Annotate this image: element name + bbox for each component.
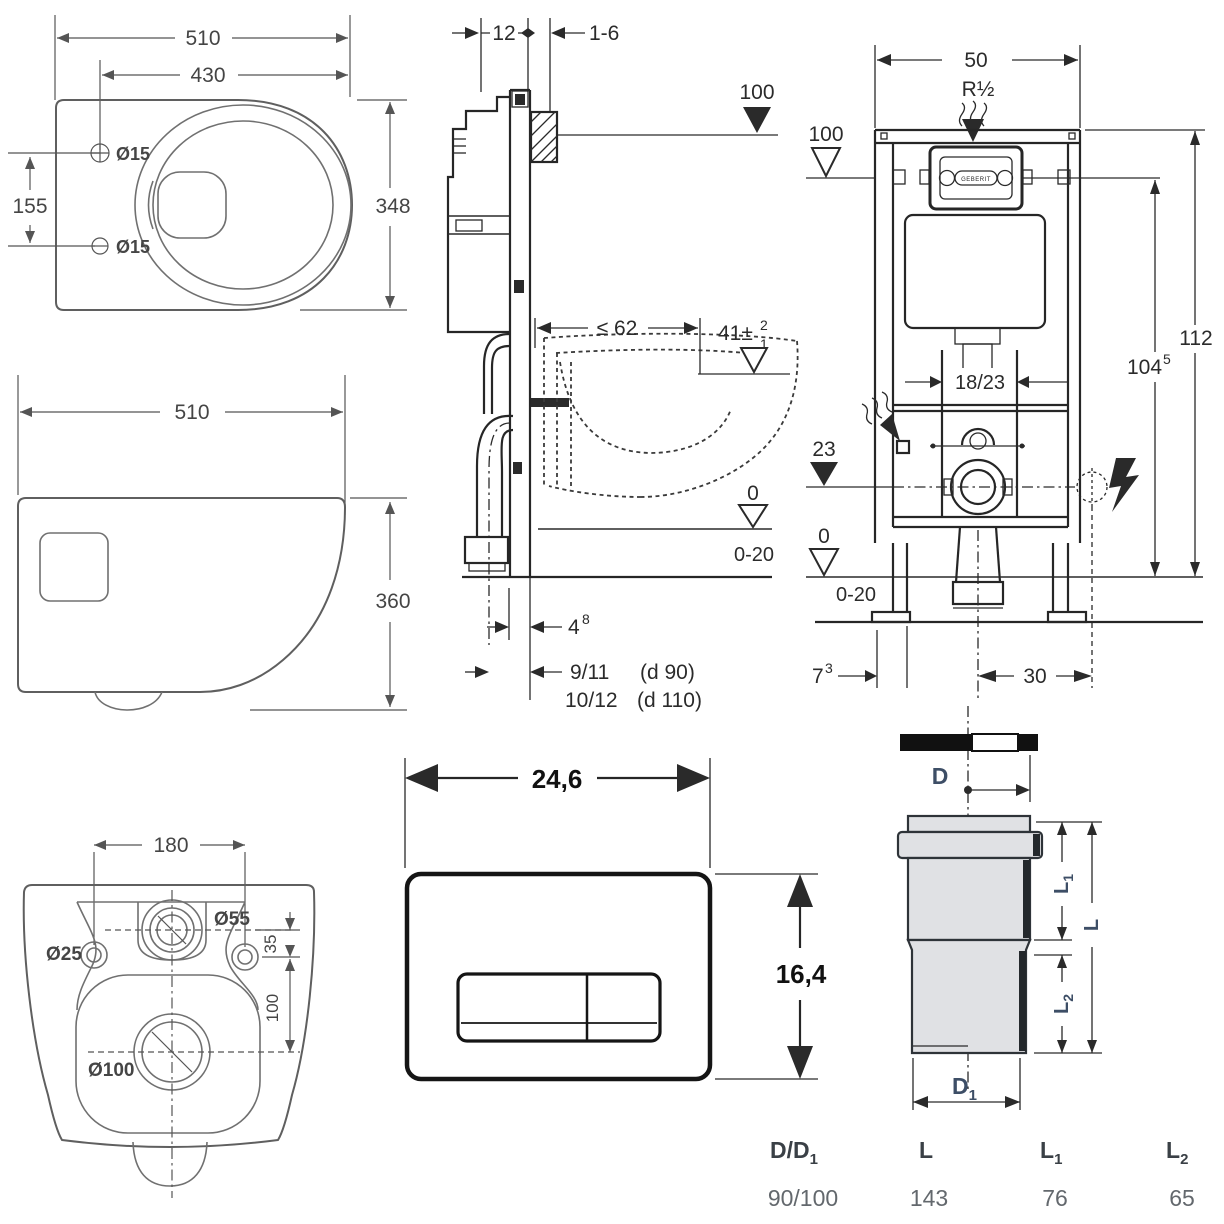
label-l2: L2 <box>1051 994 1076 1014</box>
dim-side-width: 510 <box>174 401 209 424</box>
hole-label-inlet: Ø55 <box>214 909 250 930</box>
dim-offset: 4 <box>568 616 580 639</box>
table-header-l1: L1 <box>1040 1137 1062 1168</box>
dim-leg-offset: 7 <box>812 665 824 688</box>
frame-section-view: 12 1-6 100 <box>446 18 799 712</box>
dim-plate-height: 16,4 <box>776 959 827 989</box>
lightning-bolt-icon <box>1109 458 1139 512</box>
dim-drain-1-note: (d 90) <box>640 661 695 684</box>
spec-table: D/D1 L L1 L2 90/100 143 76 65 <box>768 1137 1195 1211</box>
bowl-inlet-stub <box>531 398 569 407</box>
pipe-lower-body <box>906 938 1032 1055</box>
hole-label-bottom: Ø15 <box>116 237 150 257</box>
dim-seat-depth: ≤ 62 <box>597 317 638 340</box>
dim-bolt-spacing: 18/23 <box>955 372 1005 394</box>
cistern-front <box>903 213 1047 330</box>
dim-leg-offset-sup: 3 <box>825 660 833 676</box>
table-value-dd1: 90/100 <box>768 1185 838 1211</box>
dim-plate-height-label: 100 <box>739 81 774 104</box>
dim-top-seat: 430 <box>190 64 225 87</box>
table-header-l: L <box>919 1137 933 1163</box>
dim-seat-height: 41± <box>718 322 753 345</box>
water-squiggle-icon <box>958 102 966 127</box>
dim-hole-vspacing: 100 <box>263 994 282 1022</box>
pipe-fitting-view: D L1 L L2 D1 <box>896 706 1103 1110</box>
dashed-bowl-outline <box>543 332 798 342</box>
flush-plate-section <box>529 110 559 164</box>
table-value-l: 143 <box>910 1185 948 1211</box>
dim-total-height: 112 <box>1179 327 1212 350</box>
drain-socket <box>463 535 510 565</box>
pipe-socket-collar <box>896 830 1044 860</box>
dim-top-width: 510 <box>185 27 220 50</box>
dim-rear-width: 180 <box>153 834 188 857</box>
electrical-connection <box>1076 471 1108 503</box>
dim-rail-depth: 12 <box>492 22 515 45</box>
supply-connection <box>895 439 911 455</box>
pipe-socket-lip <box>906 814 1032 834</box>
dim-seat-height-tol-minus: 1 <box>760 336 768 352</box>
frame-front-view: 50 R½ GEBERIT 100 <box>806 45 1213 700</box>
cistern-section <box>446 95 510 334</box>
flush-plate-body <box>404 871 713 1082</box>
supply-squiggle-icon <box>861 403 873 425</box>
table-header-l2: L2 <box>1166 1137 1188 1168</box>
flush-plate-view: 24,6 16,4 <box>404 758 827 1082</box>
flush-buttons <box>456 972 662 1043</box>
level-range-front: 0-20 <box>836 584 876 606</box>
label-d1: D1 <box>952 1073 977 1104</box>
hole-label-top: Ø15 <box>116 144 150 164</box>
level-zero-front: 0 <box>818 525 830 548</box>
frame-foot-left <box>870 610 912 624</box>
bowl-outline <box>55 99 354 311</box>
label-d: D <box>932 763 949 789</box>
frame-foot-right <box>1046 610 1088 624</box>
toilet-rear-view: 180 Ø55 Ø25 Ø100 <box>22 834 316 1198</box>
rear-outline <box>22 884 316 1148</box>
pipe-clamp <box>900 734 972 751</box>
dim-hole-spacing: 155 <box>12 195 47 218</box>
dim-side-height: 360 <box>375 590 410 613</box>
dim-hole-offset: 35 <box>261 935 280 954</box>
table-value-l2: 65 <box>1169 1185 1195 1211</box>
dim-drain-2: 10/12 <box>565 689 618 712</box>
dim-height: 104 <box>1127 356 1162 379</box>
dim-drain-height: 23 <box>812 438 835 461</box>
dim-seat-height-tol-plus: 2 <box>760 317 768 333</box>
fixing-hole-left <box>80 941 108 969</box>
table-value-l1: 76 <box>1042 1185 1068 1211</box>
fixing-hole-right <box>231 943 259 971</box>
dim-offset-sup: 8 <box>582 611 590 627</box>
dim-plate-width: 24,6 <box>532 764 583 794</box>
label-l1: L1 <box>1051 874 1076 894</box>
dim-drain-2-note: (d 110) <box>637 689 702 712</box>
inlet-elbow <box>960 427 996 446</box>
flush-window <box>39 532 109 602</box>
label-l: L <box>1081 919 1103 931</box>
dim-plate-height-front: 100 <box>808 123 843 146</box>
dim-top-depth: 348 <box>375 195 410 218</box>
dim-height-sup: 5 <box>1163 351 1171 367</box>
level-range-section: 0-20 <box>734 544 774 566</box>
hole-label-outlet: Ø100 <box>88 1060 134 1081</box>
pipe-upper-body <box>906 856 1032 942</box>
side-outline <box>17 497 347 693</box>
brand-label: GEBERIT <box>961 177 991 183</box>
table-header-dd1: D/D1 <box>770 1137 818 1168</box>
hole-label-fixing: Ø25 <box>46 944 82 965</box>
toilet-side-view: 510 360 <box>17 375 411 711</box>
dim-drain-1: 9/11 <box>570 661 609 684</box>
dim-wall-finish: 1-6 <box>589 22 619 45</box>
level-zero-section: 0 <box>747 482 759 505</box>
dim-frame-width: 50 <box>964 49 987 72</box>
dim-center-offset: 30 <box>1023 665 1046 688</box>
toilet-top-view: 510 430 Ø15 Ø15 155 348 <box>8 15 411 311</box>
supply-label: R½ <box>962 78 995 101</box>
